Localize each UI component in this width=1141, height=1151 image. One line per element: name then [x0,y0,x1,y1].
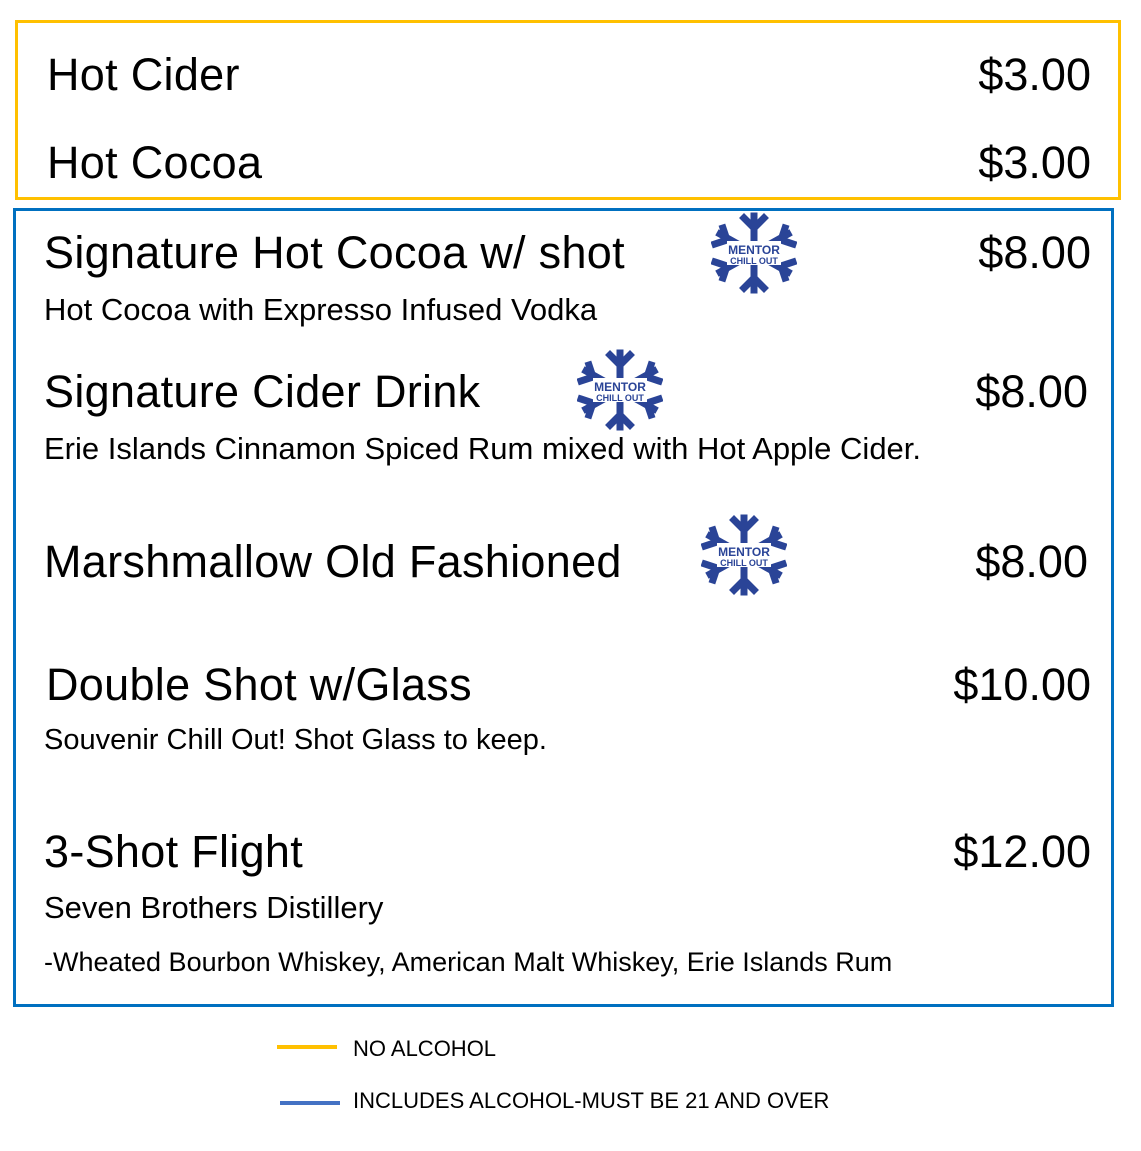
item-name: Hot Cocoa [47,137,263,188]
item-name: Double Shot w/Glass [46,659,472,710]
item-price: $8.00 [975,536,1088,587]
item-price: $3.00 [978,137,1091,188]
snowflake-icon: MENTOR CHILL OUT [577,349,663,431]
item-price: $8.00 [978,227,1091,278]
legend-swatch-no-alcohol [277,1045,337,1049]
item-name: Hot Cider [47,49,240,100]
logo-text: CHILL OUT [596,393,644,403]
legend-no-alcohol: NO ALCOHOL [353,1036,497,1061]
item-description: Souvenir Chill Out! Shot Glass to keep. [44,724,547,756]
item-price: $12.00 [953,826,1091,877]
legend-swatch-alcohol [280,1101,340,1105]
item-name: Marshmallow Old Fashioned [44,536,622,587]
item-description: Seven Brothers Distillery [44,890,384,925]
item-price: $3.00 [978,49,1091,100]
item-price: $10.00 [953,659,1091,710]
item-name: 3-Shot Flight [44,826,304,877]
item-name: Signature Hot Cocoa w/ shot [44,227,625,278]
snowflake-icon: MENTOR CHILL OUT [701,514,787,596]
item-name: Signature Cider Drink [44,366,481,417]
item-sub-description: -Wheated Bourbon Whiskey, American Malt … [44,947,893,977]
logo-text: MENTOR [728,243,780,257]
no-alcohol-section [15,20,1121,200]
item-description: Erie Islands Cinnamon Spiced Rum mixed w… [44,431,922,466]
logo-text: CHILL OUT [730,256,778,266]
legend-alcohol: INCLUDES ALCOHOL-MUST BE 21 AND OVER [353,1088,830,1113]
logo-text: MENTOR [594,380,646,394]
logo-text: CHILL OUT [720,558,768,568]
item-description: Hot Cocoa with Expresso Infused Vodka [44,292,598,327]
snowflake-icon: MENTOR CHILL OUT [711,212,797,294]
logo-text: MENTOR [718,545,770,559]
alcohol-section [13,208,1114,1007]
item-price: $8.00 [975,366,1088,417]
